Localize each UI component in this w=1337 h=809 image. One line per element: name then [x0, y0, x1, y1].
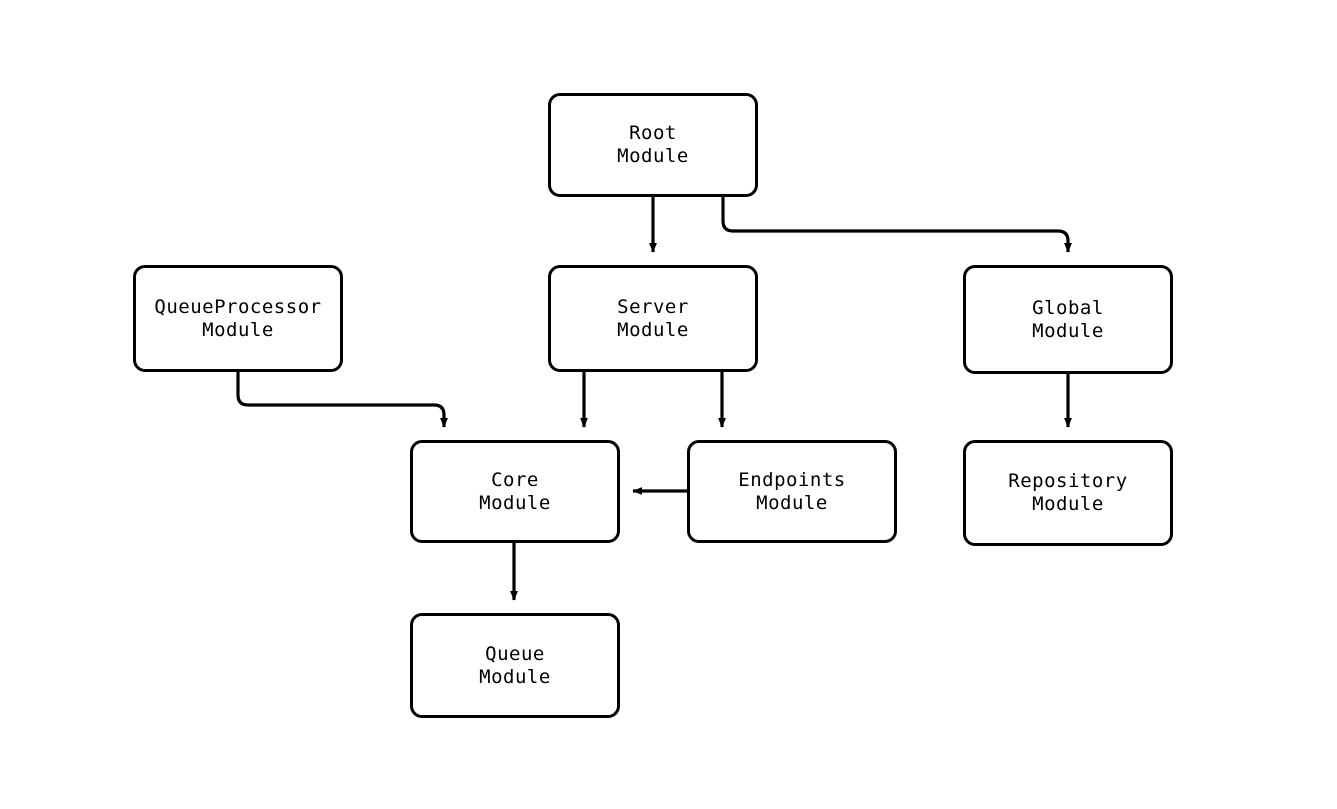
edge-queueprocessor-to-core — [236, 372, 448, 428]
node-repository-module[interactable]: Repository Module — [963, 440, 1173, 546]
node-endpoints-module[interactable]: Endpoints Module — [687, 440, 897, 543]
node-label-line2: Module — [617, 318, 689, 341]
node-label-line1: Endpoints — [738, 468, 846, 491]
node-queueprocessor-module[interactable]: QueueProcessor Module — [133, 265, 343, 372]
node-global-module[interactable]: Global Module — [963, 265, 1173, 374]
node-label-line2: Module — [1032, 319, 1104, 342]
node-label-line2: Module — [479, 665, 551, 688]
node-root-module[interactable]: Root Module — [548, 93, 758, 197]
node-label-line1: Core — [491, 468, 539, 491]
node-label-line1: QueueProcessor — [154, 295, 322, 318]
node-label-line1: Server — [617, 295, 689, 318]
node-label-line1: Root — [629, 122, 677, 144]
edge-root-to-global — [721, 197, 1072, 253]
node-label-line1: Repository — [1008, 470, 1128, 492]
node-label-line2: Module — [617, 145, 689, 167]
node-label-line2: Module — [756, 491, 828, 514]
node-label-line1: Queue — [485, 642, 545, 665]
node-server-module[interactable]: Server Module — [548, 265, 758, 372]
node-label-line1: Global — [1032, 296, 1104, 319]
node-label-line2: Module — [479, 491, 551, 514]
node-queue-module[interactable]: Queue Module — [410, 613, 620, 718]
node-label-line2: Module — [202, 318, 274, 341]
node-label-line2: Module — [1032, 493, 1104, 515]
node-core-module[interactable]: Core Module — [410, 440, 620, 543]
